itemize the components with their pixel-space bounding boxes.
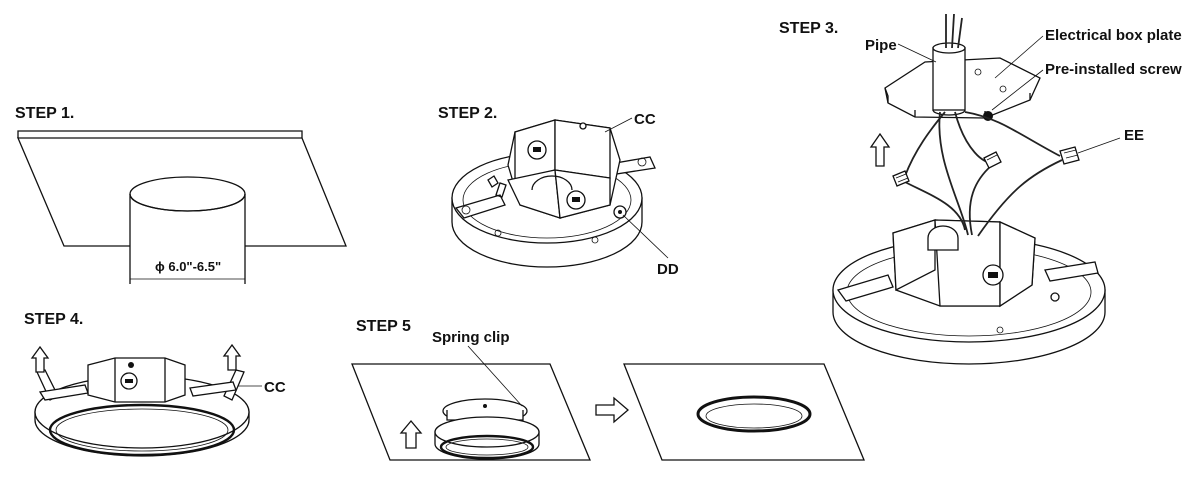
step4-clip-right-base — [189, 381, 237, 397]
step5-spring-clip-leader — [467, 345, 523, 407]
step1-dimension-label: ϕ 6.0"-6.5" — [155, 259, 221, 274]
step3-box-plate-leader — [994, 35, 1044, 79]
step1-ceiling — [17, 137, 347, 247]
step3-callout-ee: EE — [1124, 127, 1144, 144]
step1-ceiling-edge — [17, 130, 303, 138]
step3-ee-leader — [1077, 137, 1121, 154]
step2-junction-box — [507, 119, 627, 219]
step5-installed-fixture — [696, 395, 812, 433]
step5-title: STEP 5 — [356, 318, 411, 335]
step4-up-arrow-right-icon — [222, 343, 242, 371]
step3-wire-nuts — [892, 146, 1080, 187]
step3-screw-leader — [991, 69, 1044, 111]
step3-title: STEP 3. — [779, 20, 838, 37]
step3-callout-screw: Pre-installed screw — [1045, 61, 1182, 78]
step5-fixture — [434, 398, 540, 460]
step3-panel: STEP 3. — [779, 13, 1182, 365]
step3-callout-pipe: Pipe — [865, 37, 897, 54]
step3-pipe-leader — [897, 43, 937, 63]
step5-callout-spring-clip: Spring clip — [432, 329, 510, 346]
step5-right-arrow-icon — [595, 396, 629, 424]
step5-up-arrow-icon — [399, 419, 423, 449]
step2-callout-cc: CC — [634, 111, 656, 128]
step4-junction-box — [87, 357, 186, 403]
step1-title: STEP 1. — [15, 105, 74, 122]
step5-ceiling-right — [623, 363, 865, 461]
step2-panel: STEP 2. — [438, 105, 679, 278]
step3-wires — [904, 111, 1063, 237]
step3-up-arrow-icon — [869, 132, 891, 167]
step4-title: STEP 4. — [24, 311, 83, 328]
step3-pipe — [932, 13, 966, 116]
step1-hole — [129, 176, 246, 284]
step4-callout-cc: CC — [264, 379, 286, 396]
step3-junction-box — [892, 219, 1036, 308]
step4-clip-left-base — [38, 384, 89, 401]
step5-panel: STEP 5 Spring clip — [351, 318, 865, 461]
step4-up-arrow-left-icon — [30, 345, 50, 373]
step4-panel: STEP 4. CC — [24, 311, 286, 457]
step1-panel: STEP 1. ϕ 6.0"-6.5" — [15, 105, 347, 284]
step2-cc-leader — [604, 117, 633, 133]
step2-callout-dd: DD — [657, 261, 679, 278]
step3-callout-box-plate: Electrical box plate — [1045, 27, 1182, 44]
step2-bracket-left — [454, 175, 507, 219]
step2-title: STEP 2. — [438, 105, 497, 122]
step2-dd-leader — [622, 214, 669, 259]
